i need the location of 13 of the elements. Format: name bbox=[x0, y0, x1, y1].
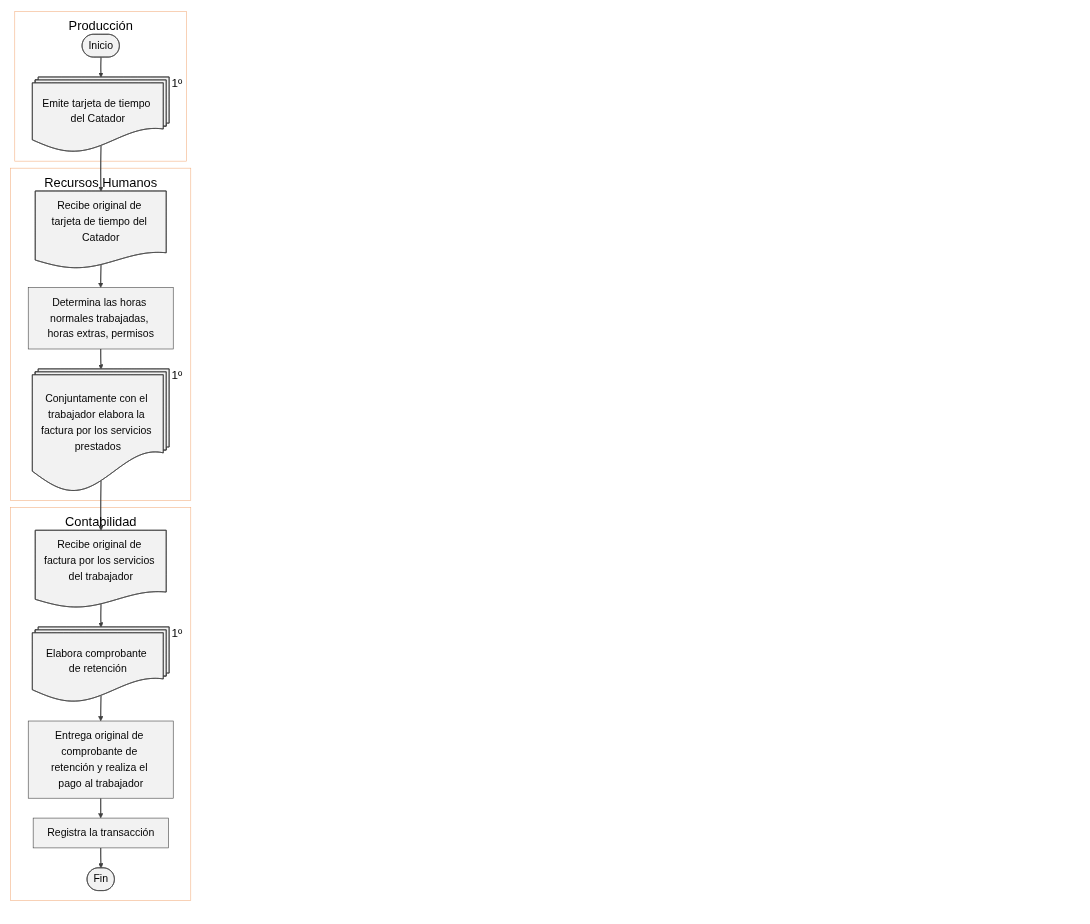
copy-number-label: 1º bbox=[171, 368, 183, 382]
copy-number-label: 1º bbox=[171, 76, 183, 90]
arrow bbox=[98, 348, 104, 370]
node-box: Registra la transacción bbox=[32, 817, 169, 849]
arrow bbox=[98, 56, 104, 78]
arrow bbox=[98, 145, 104, 192]
arrow bbox=[98, 695, 104, 722]
node-box: Entrega original de comprobante de retención y realiza el pago al trabajador bbox=[27, 720, 174, 799]
arrow bbox=[98, 264, 104, 288]
node-box: Determina las horas normales trabajadas, horas extras, permisos bbox=[27, 287, 174, 350]
arrow bbox=[98, 797, 104, 819]
copy-number-label: 1º bbox=[171, 626, 183, 640]
arrow bbox=[98, 603, 104, 628]
